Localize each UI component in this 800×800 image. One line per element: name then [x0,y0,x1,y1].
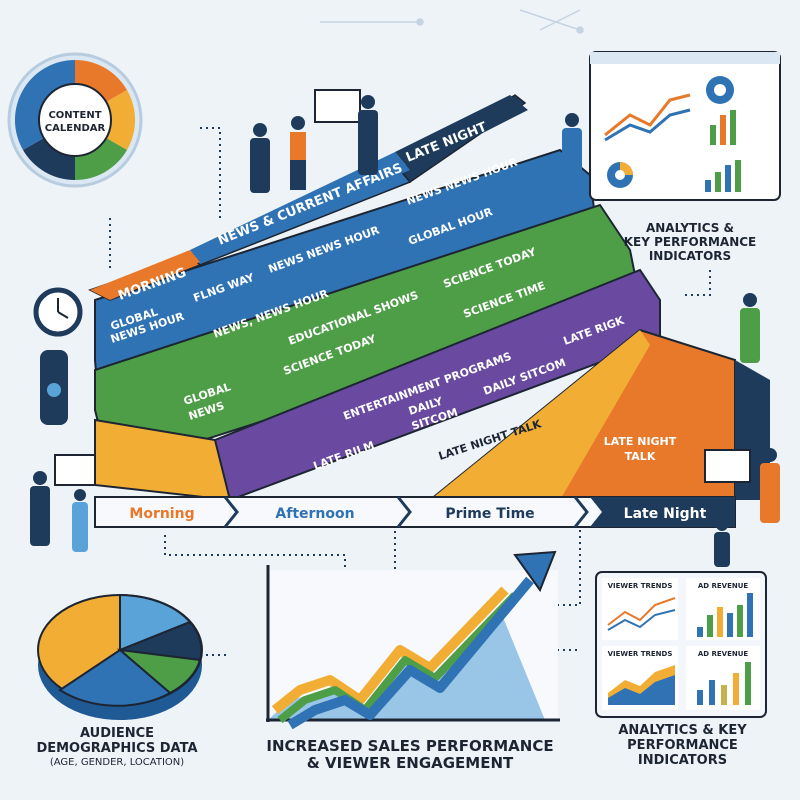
timeline-afternoon: Afternoon [275,506,354,522]
caption-line: ANALYTICS & [645,221,735,235]
timeline-morning: Morning [129,506,194,522]
growth-chart [266,550,560,730]
flow-arrows [109,127,711,656]
program-tile: LATE NIGHT [604,435,677,448]
panel-title: AD REVENUE [698,650,749,658]
analytics-kpi-title: ANALYTICS & KEY PERFORMANCE INDICATORS [600,221,780,263]
caption-line: AUDIENCE [79,726,155,741]
caption-line: & VIEWER ENGAGEMENT [306,754,514,773]
caption-line: INDICATORS [637,752,728,768]
caption-line: INCREASED SALES PERFORMANCE [266,737,554,755]
clock-icon [33,287,83,337]
analytics-kpi-caption: ANALYTICS & KEY PERFORMANCE INDICATORS [590,723,775,769]
calendar-label: CALENDAR [45,123,106,134]
sales-caption: INCREASED SALES PERFORMANCE & VIEWER ENG… [230,737,590,773]
panel-title: VIEWER TRENDS [608,582,673,590]
remote-control-icon [40,350,68,425]
demographics-pie-chart [37,593,203,720]
caption-line: (AGE, GENDER, LOCATION) [49,756,185,768]
caption-line: KEY PERFORMANCE [623,234,757,249]
content-calendar-wheel [7,52,143,188]
caption-line: DEMOGRAPHICS DATA [36,740,198,756]
schedule-bands [88,94,770,502]
timeline-prime-time: Prime Time [445,506,534,522]
calendar-label: CONTENT [48,110,101,121]
timeline-bar [94,496,736,528]
demographics-caption: AUDIENCE DEMOGRAPHICS DATA (AGE, GENDER,… [2,726,232,768]
panel-title: AD REVENUE [698,582,749,590]
network-decoration [320,9,584,34]
analytics-dashboard [589,51,781,201]
program-tile: TALK [625,450,656,463]
caption-line: PERFORMANCE [627,737,738,753]
kpi-panel [595,571,767,718]
caption-line: INDICATORS [648,248,732,263]
panel-title: VIEWER TRENDS [608,650,673,658]
people-figures [30,89,780,567]
timeline-late-night: Late Night [624,506,707,522]
caption-line: ANALYTICS & KEY [618,723,747,738]
